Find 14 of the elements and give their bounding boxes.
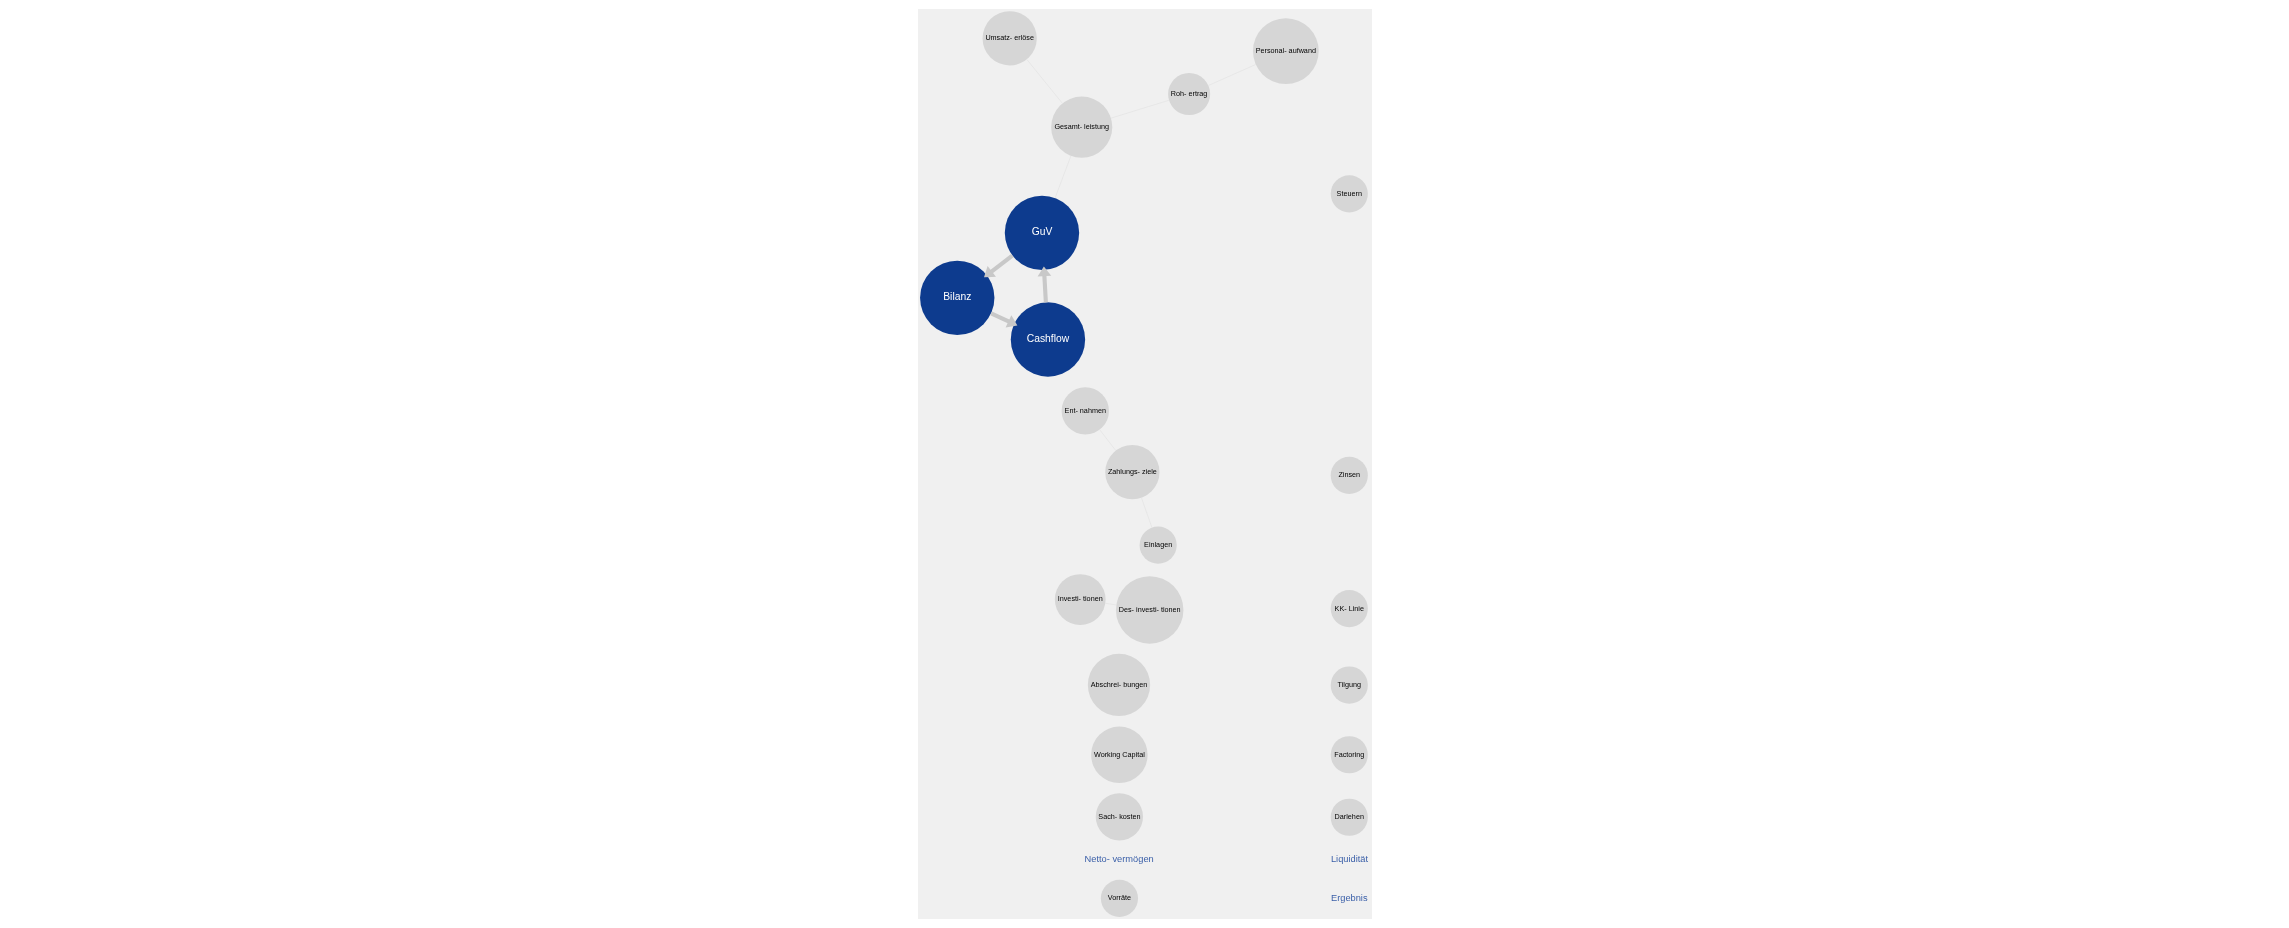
connector	[1099, 429, 1116, 451]
label: Ergebnis	[1330, 892, 1368, 903]
node-circle: Cashflow	[1010, 302, 1085, 377]
connector	[1207, 64, 1256, 86]
node-circle: GuV	[1004, 195, 1079, 271]
connector	[1054, 155, 1071, 199]
arrow	[989, 311, 1017, 328]
connector	[1026, 59, 1063, 104]
label: Netto- vermögen	[1084, 854, 1154, 865]
connector	[1140, 497, 1152, 528]
label: Liquidität	[1330, 854, 1368, 865]
connector	[1110, 100, 1169, 119]
arrow	[1037, 266, 1051, 303]
arrow	[983, 253, 1014, 278]
